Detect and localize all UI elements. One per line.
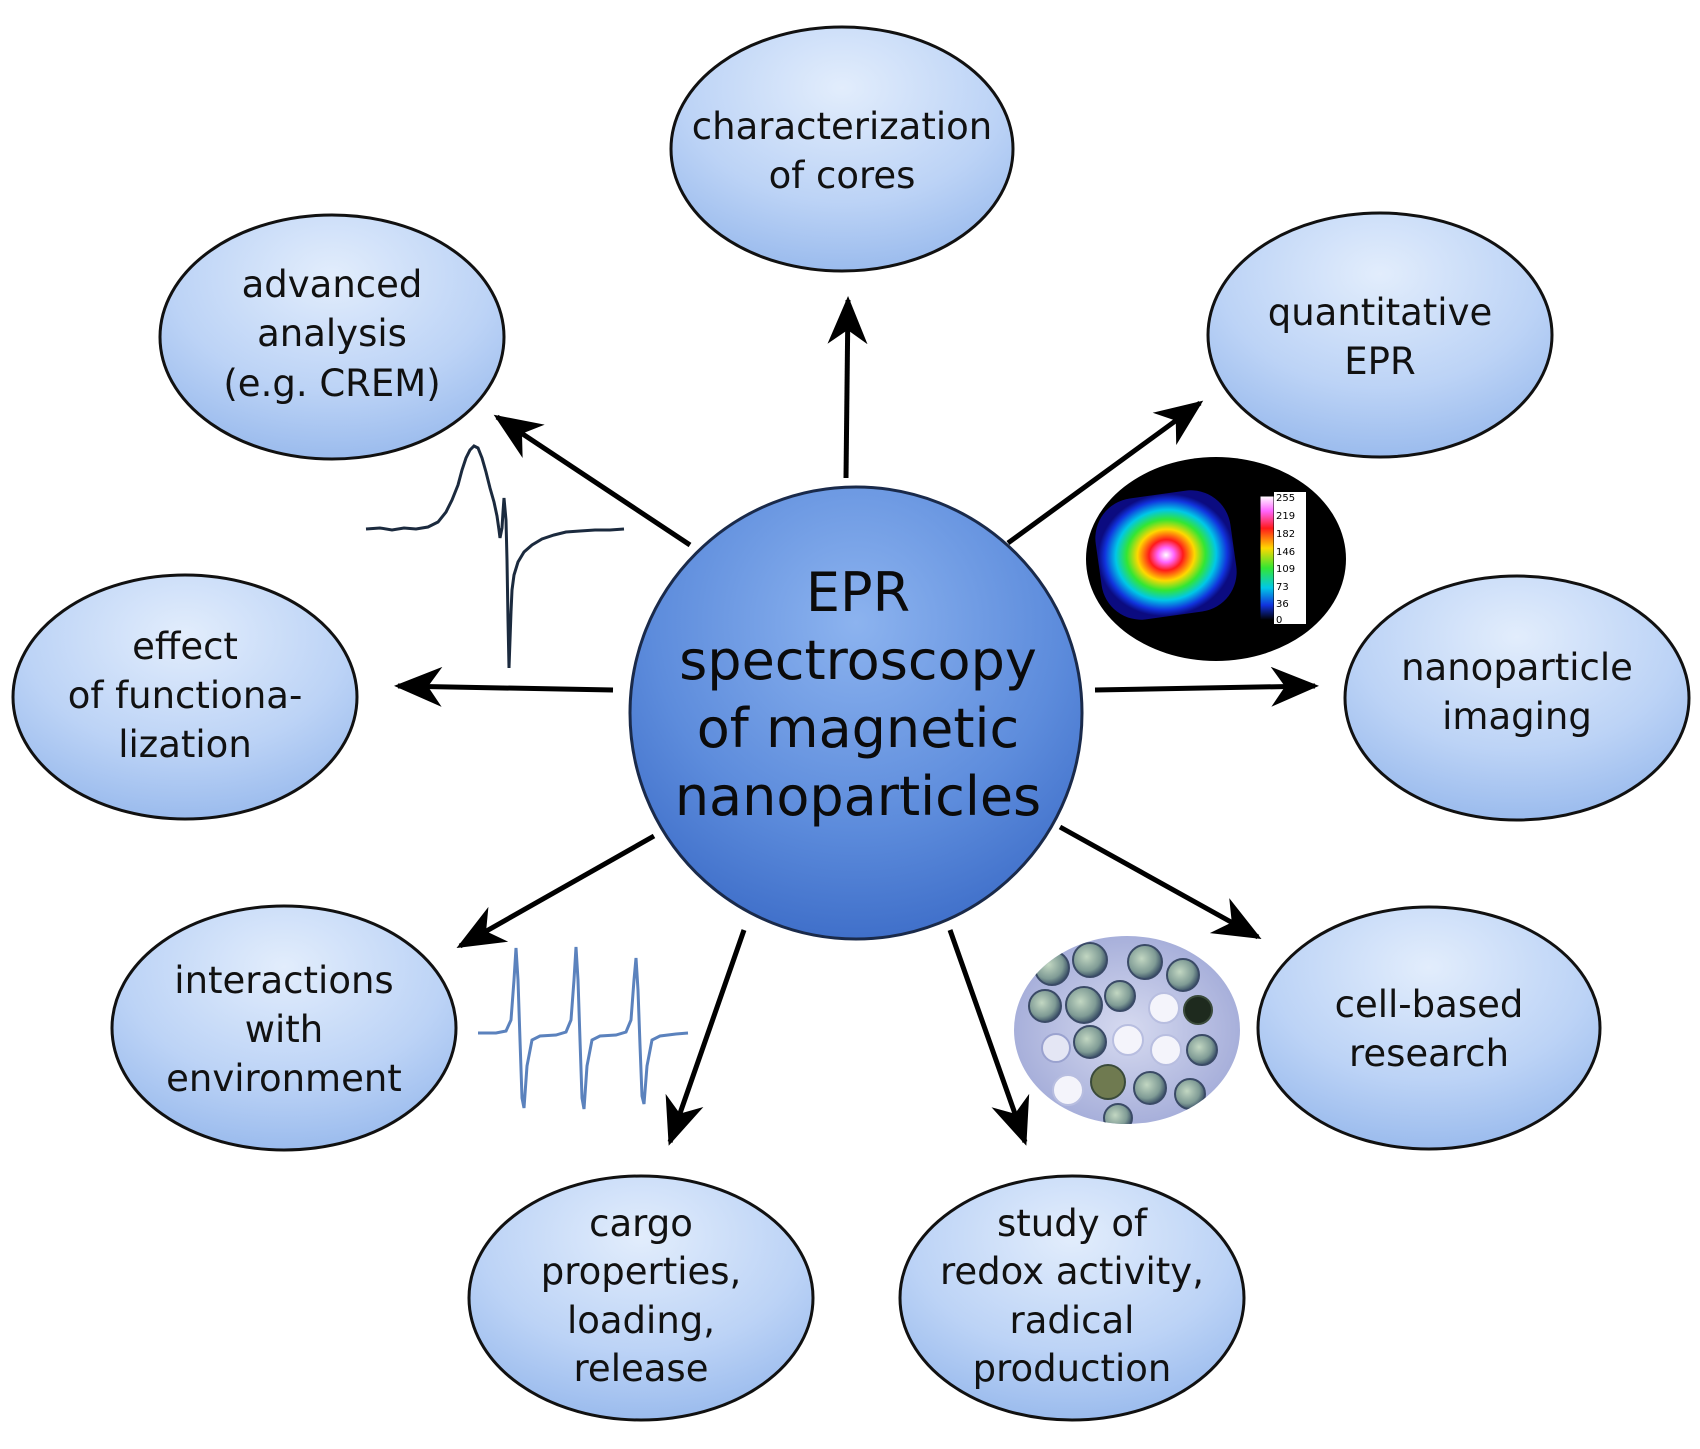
node-label-line: redox activity,: [940, 1250, 1204, 1293]
colorbar-tick: 109: [1276, 564, 1295, 575]
node-label-line: EPR: [1344, 340, 1415, 383]
node-label-line: nanoparticle: [1401, 646, 1633, 689]
node-label-line: cargo: [589, 1202, 693, 1245]
center-title-line: EPR: [806, 561, 910, 624]
node-cargo-properties: cargo properties, loading, release: [467, 1174, 815, 1422]
node-nanoparticle-imaging: nanoparticle imaging: [1343, 574, 1691, 822]
node-label-line: release: [574, 1347, 709, 1390]
node-label-line: study of: [997, 1202, 1148, 1245]
center-node: EPR spectroscopy of magnetic nanoparticl…: [628, 485, 1084, 941]
node-advanced-analysis: advanced analysis (e.g. CREM): [158, 213, 506, 461]
node-label-line: lization: [118, 723, 252, 766]
node-label-line: production: [973, 1347, 1172, 1390]
node-label-line: of functiona-: [68, 674, 303, 717]
three-line-spectrum-curve: [478, 946, 689, 1110]
node-quantitative-epr: quantitative EPR: [1206, 211, 1554, 459]
arrows: [394, 296, 1319, 1146]
node-label-line: imaging: [1442, 695, 1592, 738]
colorbar-tick: 73: [1276, 582, 1289, 593]
arrow-to-cores: [827, 296, 868, 479]
node-cell-based-research: cell-based research: [1256, 905, 1602, 1151]
colorbar: [1259, 495, 1275, 621]
node-label-line: of cores: [769, 154, 916, 197]
node-label-line: interactions: [174, 959, 393, 1002]
node-label-line: radical: [1010, 1299, 1135, 1342]
colorbar-tick: 0: [1276, 615, 1282, 626]
node-label-line: environment: [166, 1057, 402, 1100]
colorbar-tick: 255: [1276, 493, 1295, 504]
arrow-to-interactions: [456, 833, 656, 949]
arrow-to-functional: [394, 666, 614, 707]
node-label-line: loading,: [567, 1299, 715, 1342]
node-label-line: effect: [132, 625, 238, 668]
node-label-line: quantitative: [1268, 291, 1492, 334]
node-characterization-of-cores: characterization of cores: [669, 25, 1015, 273]
node-label-line: with: [245, 1008, 324, 1051]
node-label-line: advanced: [242, 263, 423, 306]
colorbar-tick: 146: [1276, 547, 1295, 558]
center-title-line: nanoparticles: [675, 765, 1041, 828]
arrow-to-quantitative: [1006, 400, 1204, 546]
node-interactions-with-environment: interactions with environment: [110, 904, 458, 1152]
arrow-to-redox: [947, 929, 1030, 1146]
epr-spectrum-curve: [365, 444, 625, 669]
node-label-line: properties,: [541, 1250, 742, 1293]
node-label-line: analysis: [257, 312, 407, 355]
arrow-to-cell: [1058, 824, 1262, 940]
center-title-line: spectroscopy: [679, 629, 1037, 692]
node-study-of-redox-activity: study of redox activity, radical product…: [898, 1174, 1246, 1422]
colorbar-tick: 36: [1276, 599, 1289, 610]
colorbar-tick: 219: [1276, 511, 1295, 522]
colorbar-tick: 182: [1276, 529, 1295, 540]
heat-map-blob: [1095, 490, 1237, 620]
arrow-to-advanced: [493, 414, 692, 548]
epr-image-panel: 255 219 182 146 109 73 36 0: [1086, 457, 1346, 661]
node-label-line: research: [1349, 1032, 1509, 1075]
center-title-line: of magnetic: [697, 697, 1020, 760]
node-label-line: characterization: [692, 105, 992, 148]
node-label-line: (e.g. CREM): [223, 362, 440, 405]
arrow-to-cargo: [665, 929, 747, 1146]
cell-microscopy-image: [1014, 936, 1240, 1124]
arrow-to-imaging: [1094, 666, 1319, 707]
node-effect-of-functionalization: effect of functiona- lization: [11, 573, 359, 821]
node-label-line: cell-based: [1335, 983, 1524, 1026]
